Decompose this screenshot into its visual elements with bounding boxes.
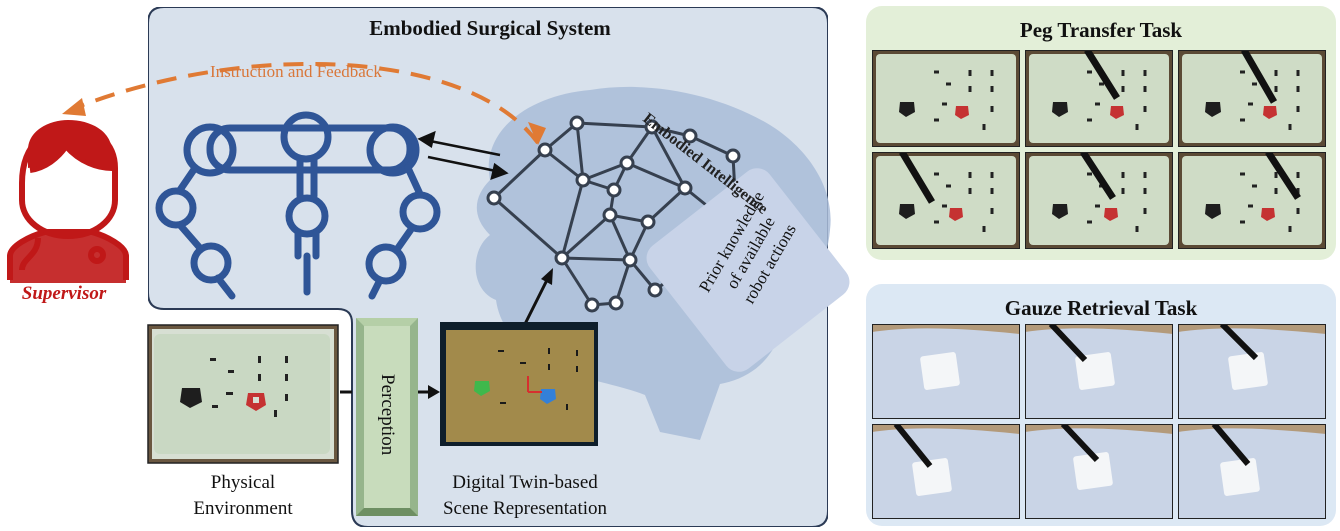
- gauze-thumbnail: [1025, 324, 1173, 419]
- system-title: Embodied Surgical System: [369, 16, 611, 40]
- physical-caption-line-2: Environment: [193, 498, 293, 519]
- peg-transfer-thumbnails: [872, 50, 1332, 250]
- gauze-retrieval-title: Gauze Retrieval Task: [1004, 296, 1198, 320]
- instruction-feedback-label: Instruction and Feedback: [210, 62, 382, 81]
- instruction-feedback-arc: [74, 61, 540, 145]
- robot-brain-arrows: [417, 130, 509, 180]
- gauze-thumbnail: [872, 424, 1020, 519]
- peg-thumbnail: [1178, 152, 1326, 249]
- physical-environment-image: [147, 324, 339, 464]
- twin-caption-line-1: Digital Twin-based: [452, 472, 598, 493]
- gauze-retrieval-thumbnails: [872, 324, 1332, 520]
- perception-label: Perception: [377, 374, 398, 456]
- perception-block: [356, 318, 418, 516]
- perception-to-twin-arrow: [418, 385, 440, 399]
- digital-twin-image: [440, 322, 598, 446]
- peg-thumbnail: [1025, 50, 1173, 147]
- neural-network-nodes: [486, 115, 745, 313]
- physical-environment-caption: Physical Environment: [148, 470, 338, 522]
- gauze-thumbnail: [1178, 424, 1326, 519]
- twin-to-brain-arrow: [523, 268, 553, 325]
- peg-thumbnail: [1178, 50, 1326, 147]
- twin-caption-line-2: Scene Representation: [442, 498, 608, 519]
- surgical-robot-icon: [155, 111, 441, 300]
- peg-transfer-title: Peg Transfer Task: [1019, 18, 1183, 42]
- physical-caption-line-1: Physical: [210, 472, 276, 493]
- supervisor-label: Supervisor: [21, 283, 107, 304]
- gauze-thumbnail: [1178, 324, 1326, 419]
- peg-thumbnail: [872, 50, 1020, 147]
- peg-thumbnail: [1025, 152, 1173, 249]
- gauze-thumbnail: [1025, 424, 1173, 519]
- gauze-thumbnail: [872, 324, 1020, 419]
- peg-thumbnail: [872, 152, 1020, 249]
- digital-twin-caption: Digital Twin-based Scene Representation: [420, 470, 630, 522]
